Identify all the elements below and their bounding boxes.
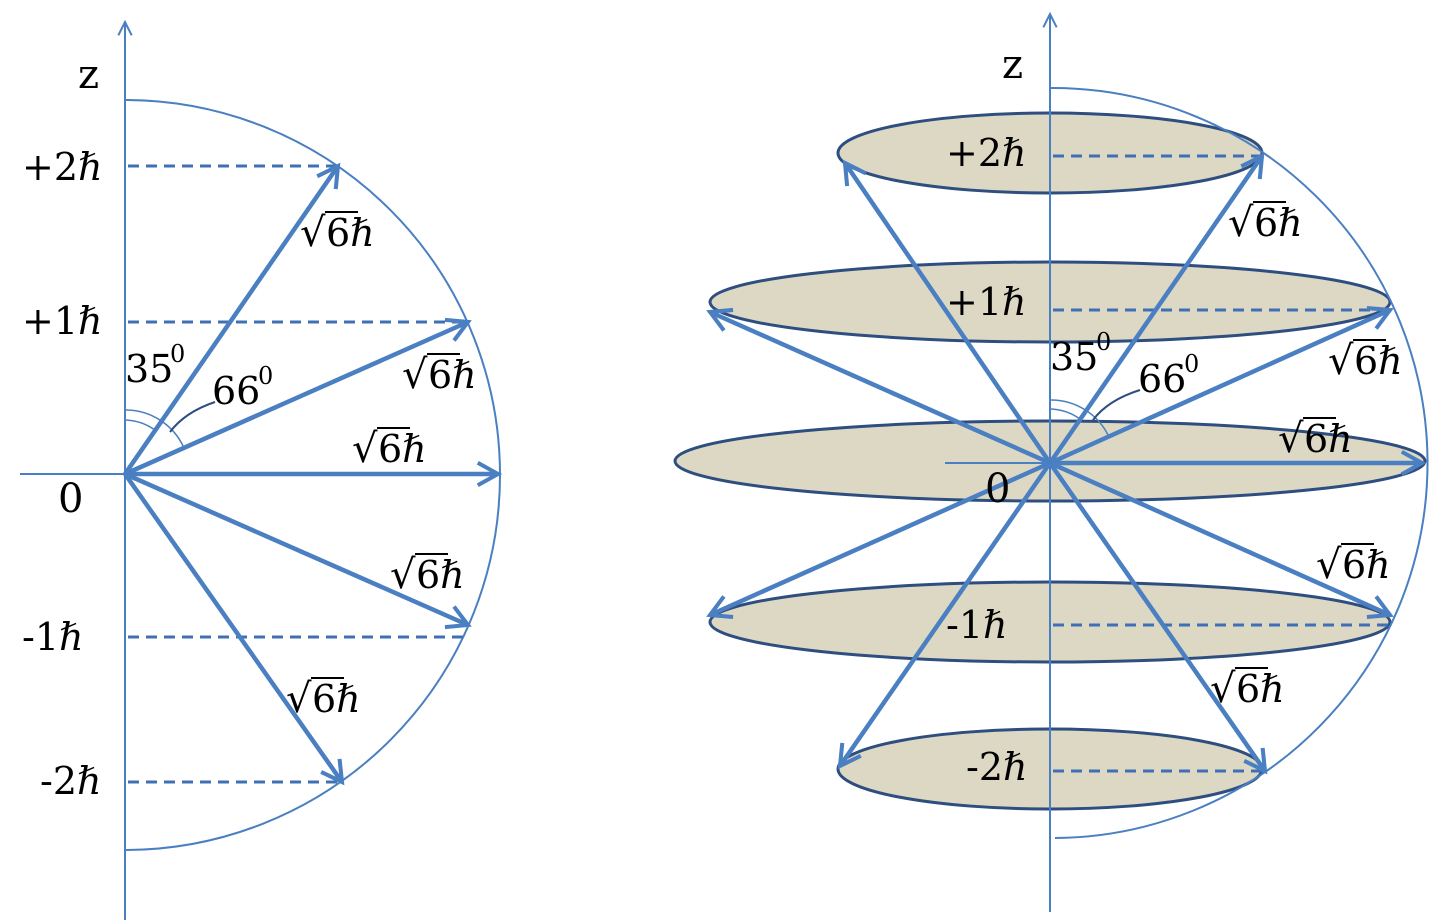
right-vector-minus2-l (837, 461, 1052, 770)
left-vector-label-text-1: 6ℏ (326, 211, 375, 255)
left-vector-label-5: √ 6ℏ (286, 676, 361, 722)
right-vector-minus1-l (706, 460, 1051, 620)
left-vector-label-text-5: 6ℏ (312, 677, 361, 721)
right-diagram: z 0 +2ℏ +1ℏ -1ℏ -2ℏ √ 6ℏ √ 6ℏ √ 6ℏ √ 6ℏ … (673, 11, 1429, 912)
left-diagram: z 0 +2ℏ +1ℏ -1ℏ -2ℏ √ 6ℏ √ 6ℏ √ 6ℏ √ 6ℏ … (20, 19, 503, 920)
left-origin-label: 0 (58, 476, 83, 522)
left-angle-leader-66 (169, 401, 216, 433)
left-vector-label-1: √ 6ℏ (300, 210, 375, 256)
left-angle-arc-66 (124, 409, 185, 449)
right-vector-label-text-1: 6ℏ (1254, 201, 1303, 245)
sqrt-symbol: √ (1278, 416, 1304, 462)
left-vector-label-4: √ 6ℏ (390, 552, 465, 598)
sqrt-symbol: √ (390, 552, 416, 598)
right-vector-label-text-4: 6ℏ (1342, 543, 1391, 587)
right-vector-plus1-l (706, 307, 1051, 466)
sqrt-symbol: √ (402, 352, 428, 398)
left-angle-arc-35 (124, 419, 156, 431)
left-z-label: z (78, 52, 99, 98)
left-vector-label-3: √ 6ℏ (352, 426, 427, 472)
left-level-plus2: +2ℏ (22, 145, 103, 189)
right-origin-label: 0 (985, 466, 1010, 512)
right-angle-66-label: 66 0 (1138, 350, 1199, 401)
svg-text:0: 0 (1096, 328, 1111, 356)
left-vector-label-2: √ 6ℏ (402, 352, 477, 398)
svg-text:0: 0 (258, 362, 273, 390)
sqrt-symbol: √ (1210, 666, 1236, 712)
svg-text:66: 66 (1138, 357, 1186, 401)
left-level-minus1: -1ℏ (22, 615, 84, 659)
right-vector-label-text-5: 6ℏ (1236, 667, 1285, 711)
svg-text:66: 66 (212, 369, 260, 413)
right-angle-leader-66 (1092, 389, 1141, 421)
left-vector-plus2 (123, 162, 341, 476)
left-vector-label-text-4: 6ℏ (416, 553, 465, 597)
left-vector-minus2 (123, 472, 345, 786)
left-angle-66-label: 66 0 (212, 362, 273, 413)
right-vector-label-4: √ 6ℏ (1316, 542, 1391, 588)
right-vector-minus2-r (1048, 461, 1268, 775)
right-vector-label-1: √ 6ℏ (1228, 200, 1303, 246)
right-vector-minus1-r (1049, 460, 1394, 620)
left-vector-plus1 (124, 317, 472, 477)
svg-text:0: 0 (170, 340, 185, 368)
sqrt-symbol: √ (352, 426, 378, 472)
right-vector-label-text-3: 6ℏ (1304, 417, 1353, 461)
right-semicircle (1049, 86, 1429, 839)
right-z-label: z (1002, 42, 1023, 88)
left-vector-label-text-3: 6ℏ (378, 427, 427, 471)
left-level-minus2: -2ℏ (40, 759, 102, 803)
right-angle-arc-66 (1049, 399, 1110, 438)
sqrt-symbol: √ (286, 676, 312, 722)
left-vector-minus1 (124, 471, 472, 630)
right-vector-plus2-l (842, 159, 1052, 465)
svg-text:35: 35 (125, 347, 173, 391)
right-vector-label-5: √ 6ℏ (1210, 666, 1285, 712)
right-angle-arc-35 (1049, 408, 1081, 420)
right-vector-label-2: √ 6ℏ (1328, 338, 1403, 384)
sqrt-symbol: √ (1316, 542, 1342, 588)
right-vector-plus2-r (1048, 152, 1265, 465)
svg-text:35: 35 (1050, 335, 1098, 379)
right-vector-label-3: √ 6ℏ (1278, 416, 1353, 462)
sqrt-symbol: √ (1228, 200, 1254, 246)
left-level-plus1: +1ℏ (22, 299, 103, 343)
right-angle-35-label: 35 0 (1050, 328, 1111, 379)
left-angle-35-label: 35 0 (125, 340, 185, 391)
right-vector-plus1-r (1049, 306, 1394, 466)
right-vector-label-text-2: 6ℏ (1354, 339, 1403, 383)
left-vector-label-text-2: 6ℏ (428, 353, 477, 397)
sqrt-symbol: √ (1328, 338, 1354, 384)
right-level-plus1: +1ℏ (946, 280, 1027, 324)
right-level-plus2: +2ℏ (946, 131, 1027, 175)
sqrt-symbol: √ (300, 210, 326, 256)
right-level-minus2: -2ℏ (966, 745, 1028, 789)
right-level-minus1: -1ℏ (946, 603, 1008, 647)
svg-text:0: 0 (1184, 350, 1199, 378)
